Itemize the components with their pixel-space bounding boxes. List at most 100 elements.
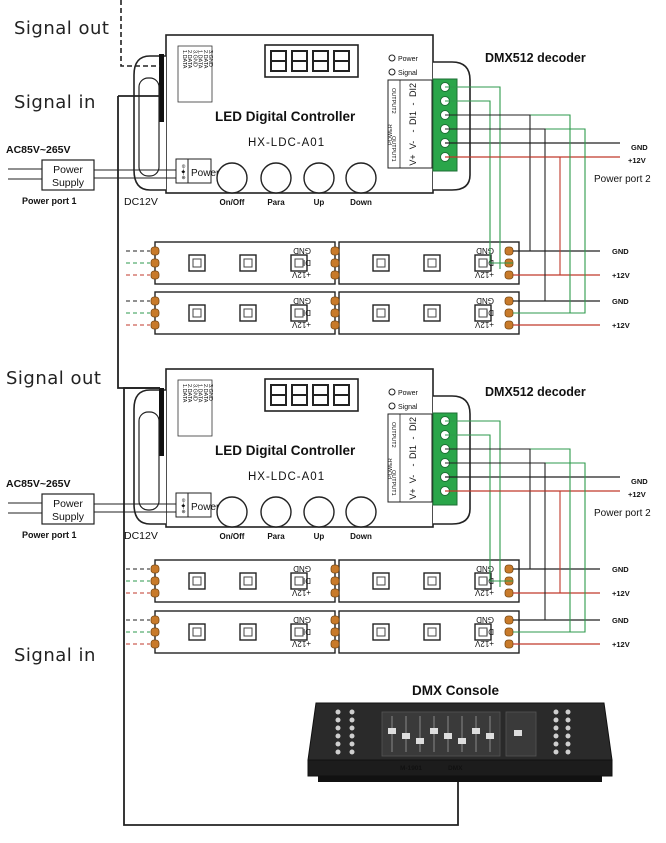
strip-row-3-left-pin [150, 615, 160, 625]
strip-row-3-mid-pin-label: DI [303, 627, 311, 636]
console-fader-panel [381, 711, 501, 757]
decoder-gnd-wire [445, 462, 546, 621]
dc12v-label-1: DC12V [124, 530, 158, 542]
console-left-button [335, 717, 341, 723]
strip-row-0-mid-pin [330, 258, 340, 268]
strip-row-2-mid-pin [330, 576, 340, 586]
signal-out-dashed [120, 0, 160, 67]
controller-0-title: LED Digital Controller [215, 109, 356, 124]
ac-range-label-0: AC85V~265V [6, 144, 71, 156]
console-fader-knob [458, 738, 466, 744]
strip-row-1-right-led-core [376, 308, 386, 318]
controller-1-port-label: 3.GND [207, 384, 213, 401]
controller-1-port-label: 1.DATA [197, 384, 203, 403]
controller-1-power-jack-tag [187, 492, 212, 518]
controller-1-port-label: 3.GND [191, 384, 197, 401]
strip-row-1-right-pin-label: GND [476, 296, 494, 305]
controller-1-button-3 [345, 496, 377, 528]
controller-0-button-1 [260, 162, 292, 194]
controller-0-left-cap [133, 55, 166, 191]
strip-row-0-mid-pin-label: DI [303, 258, 311, 267]
controller-1-left-cap [133, 389, 166, 525]
strip-row-3-right-pin-label: DI [486, 627, 494, 636]
strip-row-3-mid-pin [330, 615, 340, 625]
strip-row-0-mid-pin [330, 246, 340, 256]
controller-1-output1-tag: OUTPUT1 [390, 470, 396, 496]
strip-row-3-left-led-core [243, 627, 253, 637]
decoder-di-wire [445, 420, 501, 587]
controller-1-terminal-label: V+ [408, 488, 418, 499]
controller-0-port-label: 2.DATA [186, 50, 192, 69]
controller-0-button-0 [216, 162, 248, 194]
console-master-knob [514, 730, 522, 736]
controller-0-button-label-1: Para [267, 198, 285, 207]
strip-row-1-mid-pin [330, 296, 340, 306]
strip-row-0-right-led-core [478, 258, 488, 268]
controller-1-plus12v-label: +12V [628, 490, 646, 499]
strip-row-2-mid-pin [330, 588, 340, 598]
strip-row-0-mid-pin-label: GND [293, 246, 311, 255]
controller-1-button-label-2: Up [314, 532, 325, 541]
signal-cable-loop-0 [138, 77, 160, 177]
strip-row-1-left-pin [150, 320, 160, 330]
power-supply-box-0 [41, 159, 95, 191]
console-left-button [335, 749, 341, 755]
controller-0-signal-led-label: Signal [398, 70, 418, 77]
strip-row-1-right-pin-label: +12V [474, 320, 494, 329]
console-left-button [335, 725, 341, 731]
decoder-12v-wire [445, 156, 561, 275]
controller-1-button-label-1: Para [267, 532, 285, 541]
strip-row-3-gnd-label: GND [612, 616, 629, 625]
console-left-button [349, 733, 355, 739]
strip-row-1-left-pin [150, 296, 160, 306]
controller-1-model: HX-LDC-A01 [248, 471, 325, 483]
console-right-button [553, 741, 559, 747]
strip-row-0-gnd-label: GND [612, 247, 629, 256]
strip-row-2-right-pin-label: GND [476, 564, 494, 573]
decoder-di-wire [445, 100, 513, 264]
controller-0-output-block [387, 79, 433, 169]
controller-1-terminal-label: DI2 [408, 417, 418, 431]
controller-0-terminal-label: - [408, 103, 418, 106]
strip-row-3-right-pin [504, 639, 514, 649]
signal-in-label-1: Signal in [14, 92, 96, 113]
strip-row-2-mid-pin-label: +12V [291, 588, 311, 597]
console-fader-knob [444, 733, 452, 739]
controller-1-signal-led-label: Signal [398, 404, 418, 411]
power-supply-label-2-1: Supply [52, 511, 85, 523]
strip-row-0-mid-pin [330, 270, 340, 280]
strip-row-1-left-pin [150, 308, 160, 318]
controller-1-port-label-box [177, 379, 213, 437]
strip-row-1-mid-pin-label: GND [293, 296, 311, 305]
strip-row-2-left-pin [150, 564, 160, 574]
strip-row-2-left-led-core [243, 576, 253, 586]
strip-row-0-right-pin [504, 270, 514, 280]
controller-1-port-label: 2.DATA [202, 384, 208, 403]
strip-row-3-right-pin [504, 627, 514, 637]
signal-out-label-2: Signal out [6, 368, 102, 389]
controller-1-gnd-label: GND [631, 477, 648, 486]
decoder-gnd-wire [445, 114, 531, 252]
strip-row-0-left-led-core [243, 258, 253, 268]
console-right-button [565, 749, 571, 755]
strip-row-3-right-led-core [376, 627, 386, 637]
console-right-button [553, 733, 559, 739]
strip-row-2-gnd-label: GND [612, 565, 629, 574]
controller-1-output-block [387, 413, 433, 503]
strip-row-0-right-pin-label: GND [476, 246, 494, 255]
power-supply-label-1-1: Power [53, 498, 83, 510]
controller-1-button-label-0: On/Off [220, 532, 245, 541]
decoder-di-wire [445, 86, 501, 269]
strip-row-2-mid-pin-label: DI [303, 576, 311, 585]
controller-0-button-label-2: Up [314, 198, 325, 207]
console-brand: M-1901 [400, 765, 422, 772]
strip-row-0-mid-pin-label: +12V [291, 270, 311, 279]
power-port1-label-1: Power port 1 [22, 530, 77, 540]
controller-0-terminal-label: V- [408, 141, 418, 150]
controller-0-gnd-label: GND [631, 143, 648, 152]
console-fader-knob [388, 728, 396, 734]
console-left-button [349, 725, 355, 731]
